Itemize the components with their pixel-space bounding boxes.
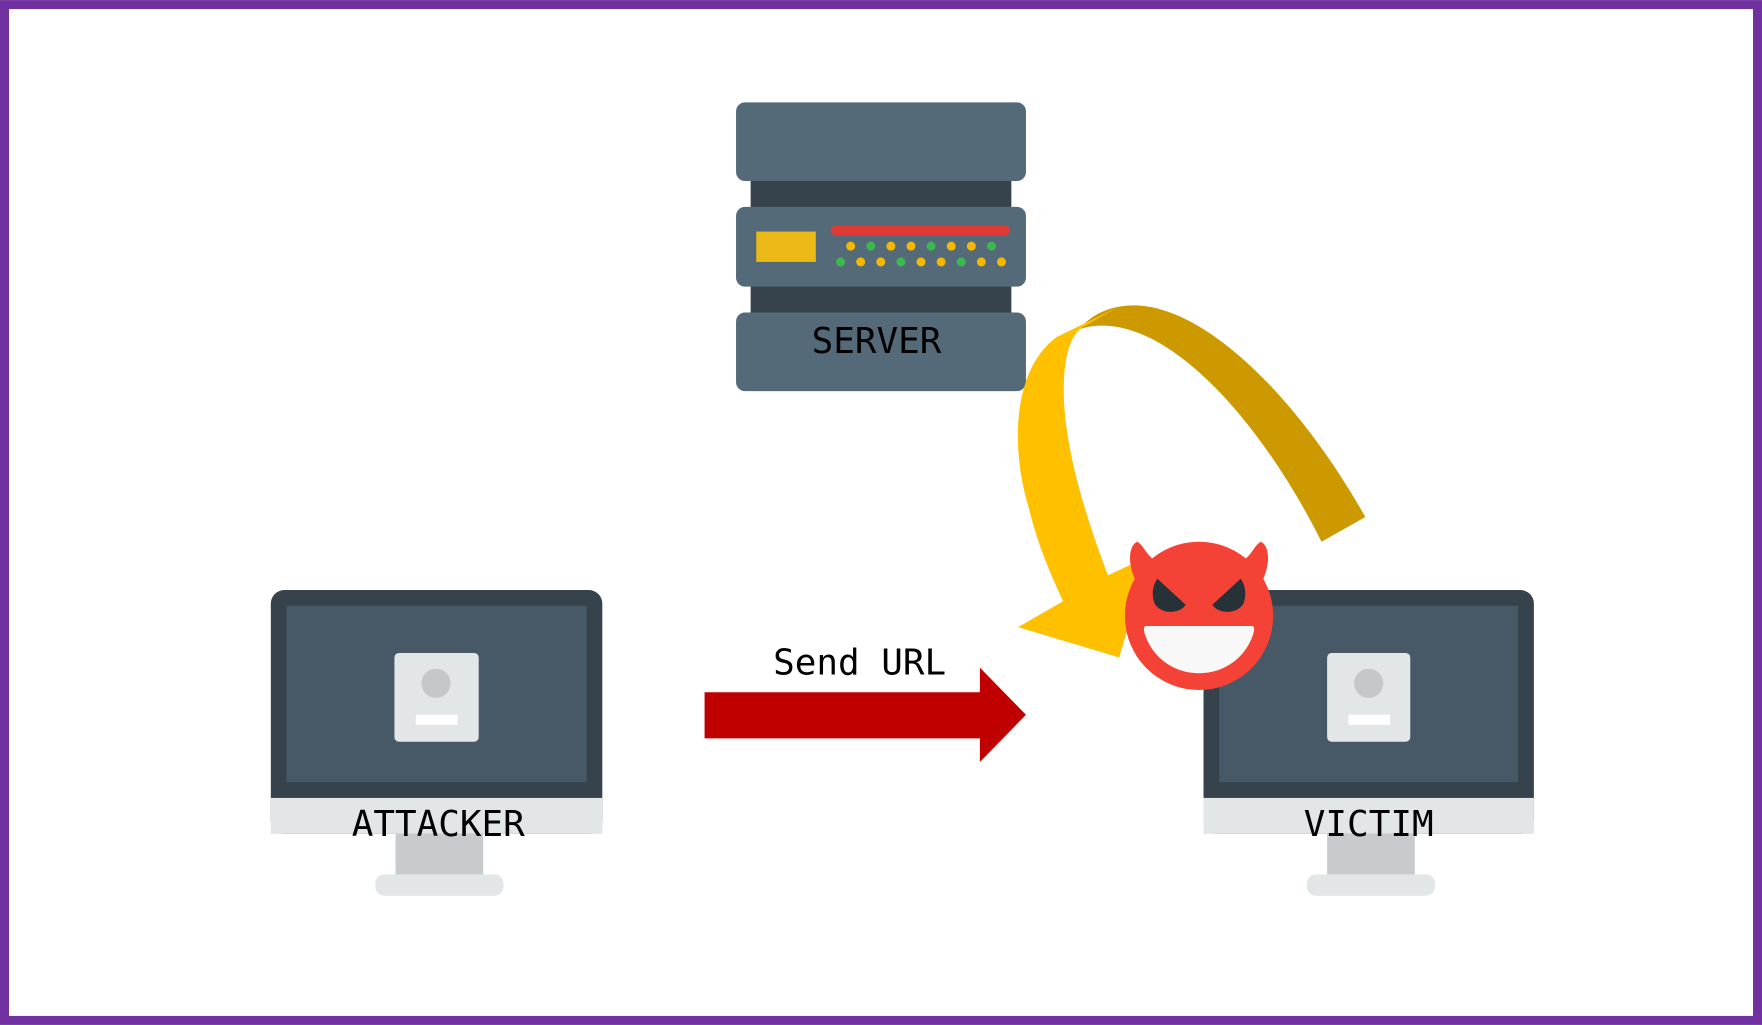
server-led [886,241,896,251]
server-led [956,257,966,267]
right-arrow-icon [704,667,1026,762]
server-led [926,241,936,251]
server-led [866,241,876,251]
server-led [836,257,846,267]
server-led [906,241,916,251]
server-led [976,257,986,267]
server-rack-icon [736,102,1026,392]
attacker-monitor-icon [270,590,603,896]
smiling-devil-face-icon [1124,541,1274,691]
server-led [856,257,866,267]
send-url-label: Send URL [773,642,946,683]
server-led [966,241,976,251]
server-led [986,241,996,251]
server-led [946,241,956,251]
server-label: SERVER [812,321,942,362]
victim-monitor-icon [1203,590,1534,896]
server-led [916,257,926,267]
victim-label: VICTIM [1304,804,1434,845]
server-led [876,257,886,267]
curved-arrow-icon [1017,305,1366,658]
server-led [996,257,1006,267]
server-led [846,241,856,251]
server-led [936,257,946,267]
server-led [896,257,906,267]
attacker-label: ATTACKER [352,804,525,845]
